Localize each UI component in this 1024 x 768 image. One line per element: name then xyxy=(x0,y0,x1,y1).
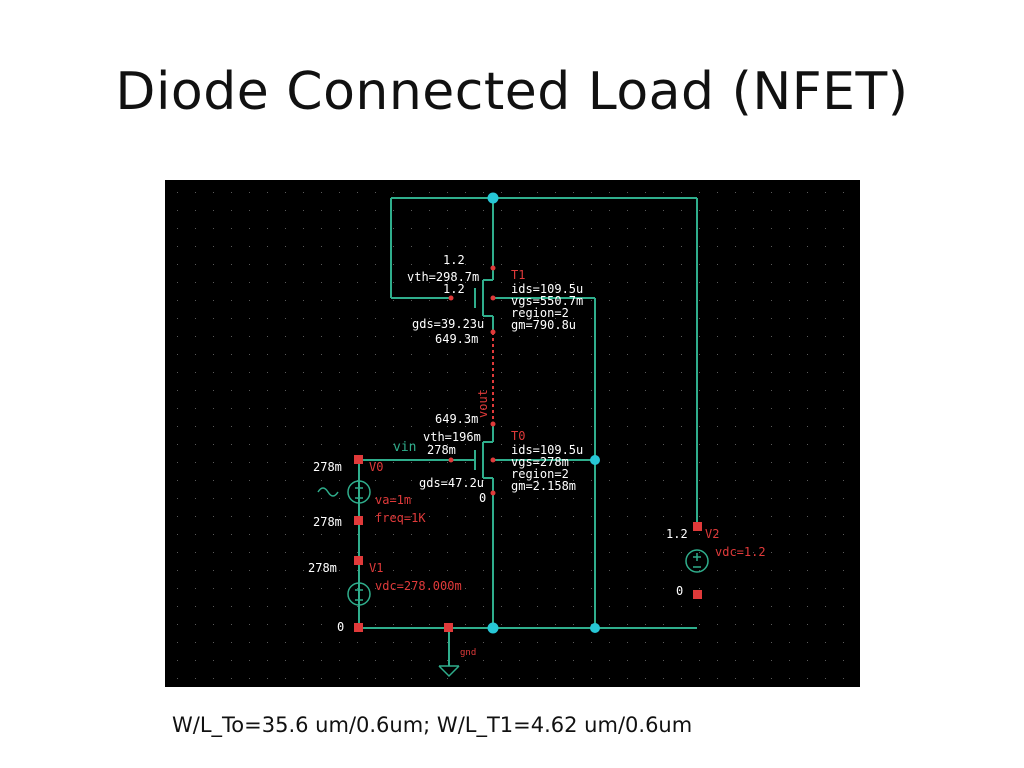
ac-source-icon xyxy=(317,480,371,504)
vout-label: vout xyxy=(476,389,490,418)
v2-name: V2 xyxy=(705,527,719,541)
v1-top-voltage: 278m xyxy=(308,561,337,575)
t0-gm: gm=2.158m xyxy=(511,479,576,493)
t0-gate-voltage: 278m xyxy=(427,443,456,457)
t1-vgs: vgs=550.7m xyxy=(511,294,583,308)
t0-vgs: vgs=278m xyxy=(511,455,569,469)
v0-va: va=1m xyxy=(375,493,411,507)
v0-top-voltage: 278m xyxy=(313,460,342,474)
v2-vdc: vdc=1.2 xyxy=(715,545,766,559)
wires xyxy=(358,197,698,666)
t1-vth: vth=298.7m xyxy=(407,270,479,284)
t0-ids: ids=109.5u xyxy=(511,443,583,457)
v0-freq: freq=1K xyxy=(375,511,426,525)
t0-name: T0 xyxy=(511,429,525,443)
slide-title: Diode Connected Load (NFET) xyxy=(115,62,909,122)
t0-region: region=2 xyxy=(511,467,569,481)
v2-bottom-voltage: 0 xyxy=(676,584,683,598)
v1-vdc: vdc=278.000m xyxy=(375,579,462,593)
ground-icon xyxy=(438,665,460,678)
t1-source-voltage: 649.3m xyxy=(435,332,478,346)
t1-gds: gds=39.23u xyxy=(412,317,484,331)
v0-name: V0 xyxy=(369,460,383,474)
v1-bottom-voltage: 0 xyxy=(337,620,344,634)
t0-source-voltage: 0 xyxy=(479,491,486,505)
dc-source-icon xyxy=(347,549,709,606)
t1-gate-voltage: 1.2 xyxy=(443,282,465,296)
slide-caption: W/L_To=35.6 um/0.6um; W/L_T1=4.62 um/0.6… xyxy=(172,713,693,737)
v2-top-voltage: 1.2 xyxy=(666,527,688,541)
t1-region: region=2 xyxy=(511,306,569,320)
t1-ids: ids=109.5u xyxy=(511,282,583,296)
pins xyxy=(354,265,702,632)
gnd-label: gnd xyxy=(460,648,476,658)
v1-name: V1 xyxy=(369,561,383,575)
v0-bottom-voltage: 278m xyxy=(313,515,342,529)
t0-vth: vth=196m xyxy=(423,430,481,444)
vin-label: vin xyxy=(393,440,416,455)
t1-gm: gm=790.8u xyxy=(511,318,576,332)
grid-dots xyxy=(177,192,844,679)
t0-drain-voltage: 649.3m xyxy=(435,412,478,426)
t1-name: T1 xyxy=(511,268,525,282)
junctions xyxy=(487,192,600,634)
t1-drain-voltage: 1.2 xyxy=(443,253,465,267)
t0-gds: gds=47.2u xyxy=(419,476,484,490)
schematic-canvas: 1.2 vth=298.7m 1.2 gds=39.23u 649.3m T1 … xyxy=(165,180,860,687)
